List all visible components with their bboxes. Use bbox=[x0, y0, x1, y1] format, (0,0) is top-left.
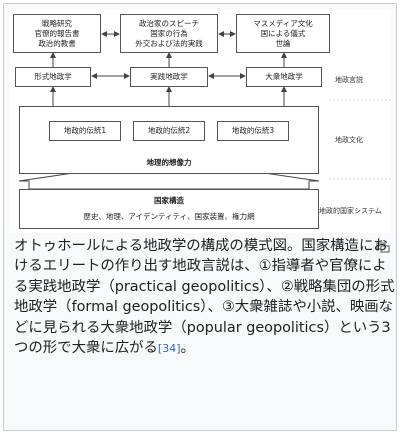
box-formal-geopolitics: 形式地政学 bbox=[15, 67, 91, 87]
level-label-system: 地政的国家システム bbox=[319, 207, 382, 215]
box-tradition-2: 地政的伝統2 bbox=[133, 121, 205, 141]
reference-link[interactable]: [34] bbox=[157, 342, 181, 356]
caption-text: オトゥホールによる地政学の構成の模式図。国家構造におけるエリートの作り出す地政言… bbox=[14, 238, 395, 357]
practical-geopolitics-label: 実践地政学 bbox=[150, 72, 188, 81]
top-box-2-line-2: 国家の行為 bbox=[150, 28, 188, 38]
structure-items: 歴史、地理、アイデンティティ、国家装置、権力網 bbox=[83, 212, 255, 221]
top-box-2-line-3: 外交および法的実践 bbox=[135, 38, 203, 48]
top-box-strategy: 戦略研究 官僚的報告書 政治的教書 bbox=[13, 14, 101, 53]
box-tradition-3: 地政的伝統3 bbox=[217, 121, 289, 141]
tradition-2-label: 地政的伝統2 bbox=[147, 126, 191, 135]
top-box-politician: 政治家のスピーチ 国家の行為 外交および法的実践 bbox=[120, 14, 218, 53]
tradition-1-label: 地政的伝統1 bbox=[63, 126, 107, 135]
top-box-3-line-3: 世論 bbox=[275, 38, 291, 48]
box-popular-geopolitics: 大衆地政学 bbox=[246, 67, 322, 87]
structure-title: 国家構造 bbox=[154, 196, 184, 205]
box-practical-geopolitics: 実践地政学 bbox=[130, 67, 208, 87]
top-box-3-line-2: 国による儀式 bbox=[260, 28, 306, 38]
imagination-label: 地理的想像力 bbox=[146, 158, 192, 167]
top-box-media: マスメディア文化 国による儀式 世論 bbox=[236, 14, 330, 53]
popular-geopolitics-label: 大衆地政学 bbox=[265, 72, 303, 81]
formal-geopolitics-label: 形式地政学 bbox=[34, 72, 72, 81]
box-tradition-1: 地政的伝統1 bbox=[49, 121, 121, 141]
caption: オトゥホールによる地政学の構成の模式図。国家構造におけるエリートの作り出す地政言… bbox=[14, 236, 396, 359]
caption-end: 。 bbox=[180, 340, 195, 357]
tradition-3-label: 地政的伝統3 bbox=[231, 126, 275, 135]
top-box-1-line-1: 戦略研究 bbox=[42, 18, 72, 28]
magnify-icon[interactable] bbox=[376, 239, 390, 253]
top-box-2-line-1: 政治家のスピーチ bbox=[139, 18, 199, 28]
top-box-3-line-1: マスメディア文化 bbox=[253, 18, 313, 28]
top-box-1-line-3: 政治的教書 bbox=[38, 38, 76, 48]
diagram-figure[interactable]: 戦略研究 官僚的報告書 政治的教書 政治家のスピーチ 国家の行為 外交および法的… bbox=[9, 9, 391, 233]
top-box-1-line-2: 官僚的報告書 bbox=[34, 28, 80, 38]
level-label-discourse: 地政言説 bbox=[335, 76, 363, 84]
thumbnail-frame: 戦略研究 官僚的報告書 政治的教書 政治家のスピーチ 国家の行為 外交および法的… bbox=[3, 3, 397, 431]
level-label-culture: 地政文化 bbox=[335, 136, 363, 144]
box-state-structure: 国家構造 歴史、地理、アイデンティティ、国家装置、権力網 bbox=[19, 189, 319, 229]
